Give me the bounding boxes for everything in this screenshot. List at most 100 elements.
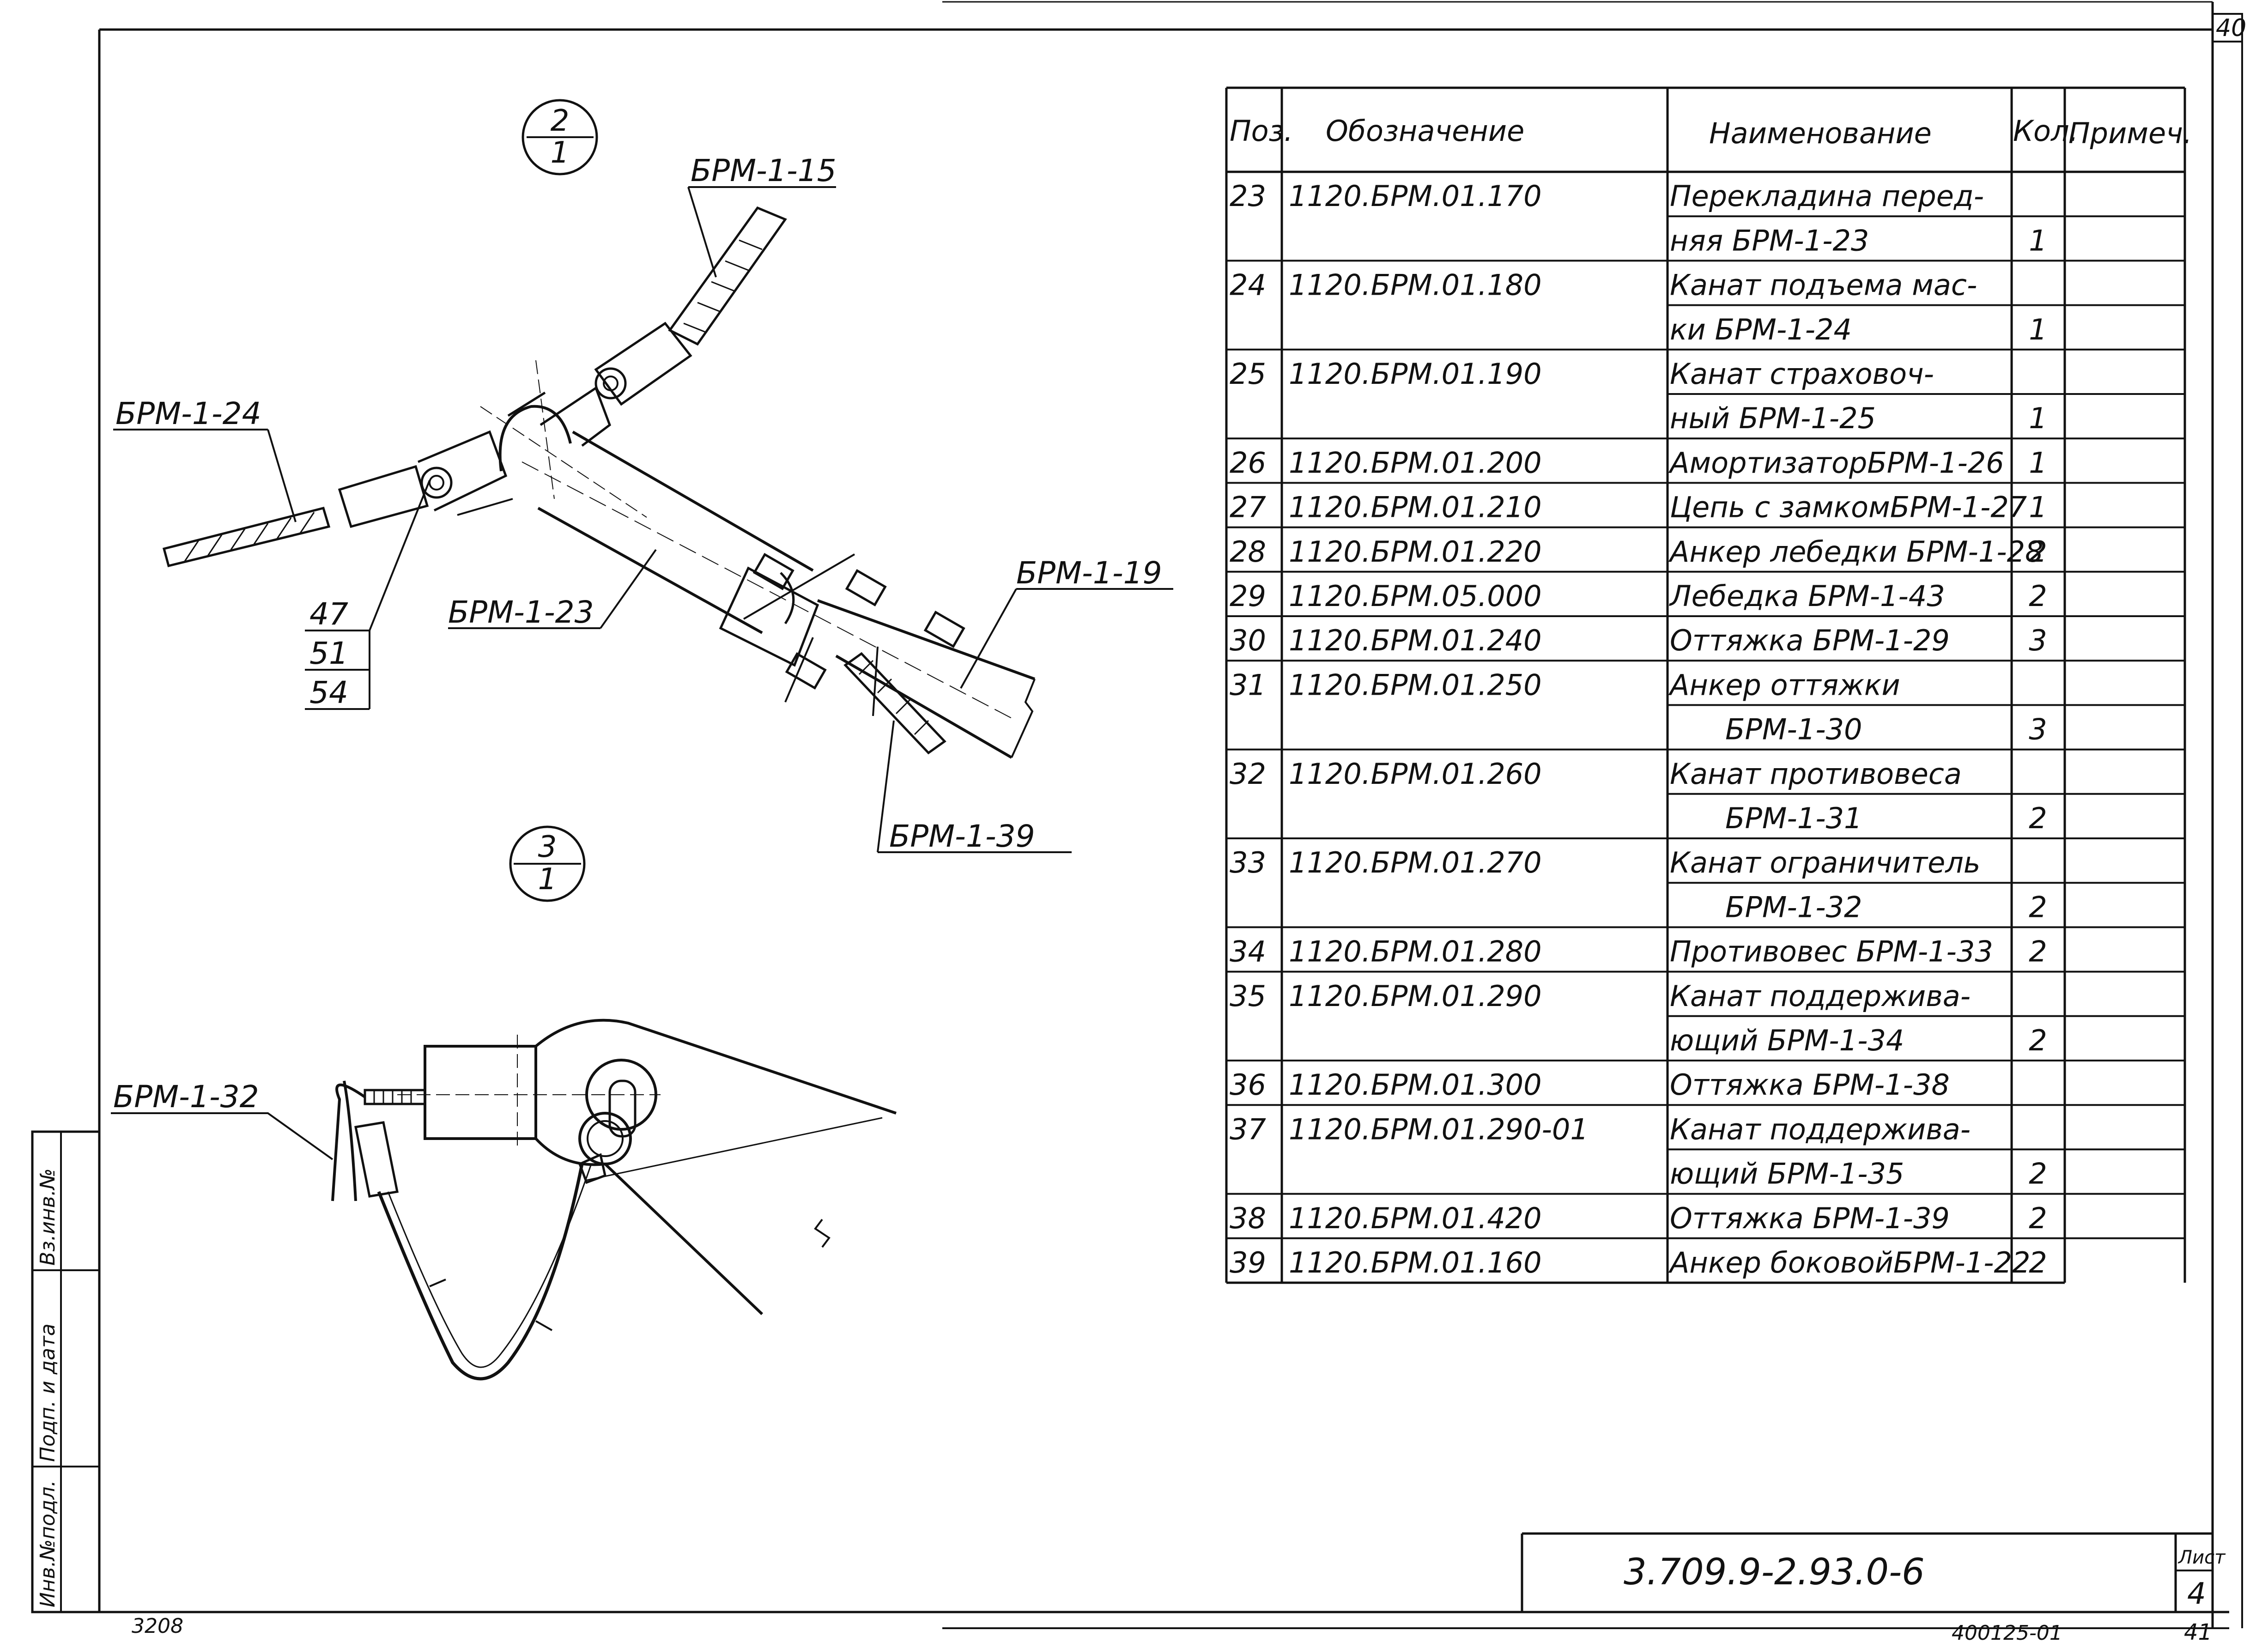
spec-cell-qty: 2 — [2029, 1157, 2047, 1191]
spec-header-qty: Кол. — [2013, 114, 2078, 148]
spec-cell-designation: 1120.БРМ.01.280 — [1289, 935, 1542, 969]
footer-right-number: 41 — [2184, 1619, 2212, 1645]
spec-cell-qty: 2 — [2029, 1246, 2047, 1279]
spec-cell-name: Канат поддержива- — [1670, 979, 1971, 1013]
spec-cell-qty: 1 — [2029, 224, 2047, 257]
spec-cell-pos: 35 — [1230, 979, 1266, 1013]
view-marker-3-1: 3 1 — [509, 825, 586, 902]
spec-cell-designation: 1120.БРМ.05.000 — [1289, 579, 1542, 613]
spec-cell-name: Канат страховоч- — [1670, 357, 1934, 391]
title-block — [1521, 1532, 2213, 1612]
view-3-numerator: 3 — [538, 830, 557, 864]
spec-cell-name: Анкер оттяжки — [1668, 668, 1900, 702]
spec-cell-qty: 3 — [2029, 624, 2047, 657]
spec-cell-designation: 1120.БРМ.01.420 — [1289, 1201, 1542, 1235]
spec-cell-name: Оттяжка БРМ-1-39 — [1670, 1201, 1950, 1235]
spec-cell-qty: 1 — [2029, 446, 2047, 479]
spec-cell-pos: 38 — [1230, 1201, 1266, 1235]
spec-cell-designation: 1120.БРМ.01.290 — [1289, 979, 1542, 1013]
label-pos-51: 51 — [309, 636, 348, 671]
spec-cell-name: Канат ограничитель — [1670, 846, 1980, 879]
spec-cell-name: няя БРМ-1-23 — [1670, 224, 1869, 257]
spec-cell-name: Канат поддержива- — [1670, 1112, 1971, 1146]
spec-cell-name: Оттяжка БРМ-1-29 — [1670, 624, 1950, 657]
footer-left-note: 3208 — [132, 1614, 183, 1638]
spec-cell-qty: 1 — [2029, 313, 2047, 346]
spec-cell-pos: 29 — [1230, 579, 1266, 613]
spec-table-grid — [1225, 86, 2186, 1284]
label-brm-1-24: БРМ-1-24 — [115, 396, 261, 431]
spec-cell-pos: 25 — [1230, 357, 1266, 391]
spec-cell-pos: 23 — [1230, 179, 1266, 213]
label-pos-47: 47 — [309, 596, 348, 632]
limiter-cable — [377, 1164, 584, 1381]
sheet-frame — [98, 1, 2243, 1629]
spec-cell-name: Анкер боковойБРМ-1-22 — [1668, 1246, 2030, 1279]
view-2-numerator: 2 — [551, 104, 570, 138]
spec-cell-pos: 37 — [1230, 1112, 1266, 1146]
spec-cell-qty: 2 — [2029, 1201, 2047, 1235]
footer-center-code: 400125-01 — [1952, 1621, 2062, 1645]
spec-cell-name: Лебедка БРМ-1-43 — [1669, 579, 1945, 613]
spec-cell-qty: 3 — [2029, 713, 2047, 746]
spec-cell-designation: 1120.БРМ.01.270 — [1289, 846, 1542, 879]
stamp-inv-podl: Инв.№подл. — [36, 1480, 60, 1607]
spec-cell-name: Оттяжка БРМ-1-38 — [1670, 1068, 1950, 1102]
title-sheet-number: 4 — [2187, 1577, 2206, 1611]
spec-cell-name: ки БРМ-1-24 — [1670, 313, 1852, 346]
spec-cell-designation: 1120.БРМ.01.200 — [1289, 446, 1542, 479]
spec-cell-name: БРМ-1-32 — [1725, 890, 1862, 924]
title-sheet-label: Лист — [2177, 1547, 2226, 1568]
side-stamp: Инв.№подл. Подп. и дата Вз.инв.№ — [31, 1130, 101, 1613]
rope-brm-1-24 — [162, 506, 331, 568]
spec-cell-pos: 34 — [1230, 935, 1266, 969]
spec-cell-pos: 27 — [1230, 491, 1266, 524]
spec-cell-designation: 1120.БРМ.01.300 — [1289, 1068, 1542, 1102]
spec-cell-designation: 1120.БРМ.01.160 — [1289, 1246, 1542, 1279]
spec-cell-pos: 33 — [1230, 846, 1266, 879]
label-brm-1-15: БРМ-1-15 — [691, 153, 837, 188]
spec-cell-name: ный БРМ-1-25 — [1670, 401, 1876, 435]
spec-header-pos: Поз. — [1230, 114, 1293, 148]
spec-cell-designation: 1120.БРМ.01.260 — [1289, 757, 1542, 791]
spec-cell-designation: 1120.БРМ.01.190 — [1289, 357, 1542, 391]
spec-cell-pos: 36 — [1230, 1068, 1266, 1102]
label-pos-54: 54 — [309, 675, 348, 710]
spec-cell-name: БРМ-1-30 — [1725, 713, 1862, 746]
leaders-view-2 — [113, 186, 1173, 853]
spec-cell-qty: 1 — [2029, 491, 2047, 524]
spec-header-designation: Обозначение — [1326, 114, 1524, 148]
spec-cell-qty: 1 — [2029, 401, 2047, 435]
spec-cell-qty: 2 — [2029, 579, 2047, 613]
spec-cell-name: АмортизаторБРМ-1-26 — [1668, 446, 2004, 479]
tube-brm-1-19 — [817, 599, 1036, 759]
spec-cell-name: Канат противовеса — [1670, 757, 1962, 791]
spec-cell-qty: 2 — [2029, 935, 2047, 969]
label-brm-1-19: БРМ-1-19 — [1016, 555, 1162, 591]
title-doc-code: 3.709.9-2.93.0-6 — [1624, 1552, 1925, 1593]
stamp-podp-data: Подп. и дата — [36, 1323, 60, 1462]
spec-cell-qty: 2 — [2029, 801, 2047, 835]
rope-brm-1-15 — [668, 206, 787, 346]
label-brm-1-39: БРМ-1-39 — [889, 818, 1035, 854]
spec-cell-pos: 28 — [1230, 535, 1266, 569]
spec-cell-name: Анкер лебедки БРМ-1-28 — [1668, 535, 2044, 569]
spec-header-note: Примеч. — [2068, 116, 2192, 150]
spec-cell-designation: 1120.БРМ.01.180 — [1289, 268, 1542, 302]
crossbar-brm-1-23 — [537, 430, 814, 634]
spec-cell-pos: 24 — [1230, 268, 1266, 302]
leader-brm-1-32 — [111, 1112, 334, 1160]
detail-view-2 — [162, 206, 1036, 759]
label-brm-1-23: БРМ-1-23 — [448, 594, 594, 630]
view-marker-2-1: 2 1 — [522, 99, 598, 176]
spec-cell-designation: 1120.БРМ.01.170 — [1289, 179, 1542, 213]
spec-cell-name: Перекладина перед- — [1670, 179, 1984, 213]
spec-cell-qty: 2 — [2029, 1024, 2047, 1057]
spec-cell-pos: 32 — [1230, 757, 1266, 791]
spec-cell-designation: 1120.БРМ.01.210 — [1289, 491, 1542, 524]
stamp-vz-inv: Вз.инв.№ — [36, 1168, 60, 1266]
sheet-corner-number: 40 — [2216, 14, 2246, 42]
rope-brm-1-39 — [843, 652, 946, 755]
